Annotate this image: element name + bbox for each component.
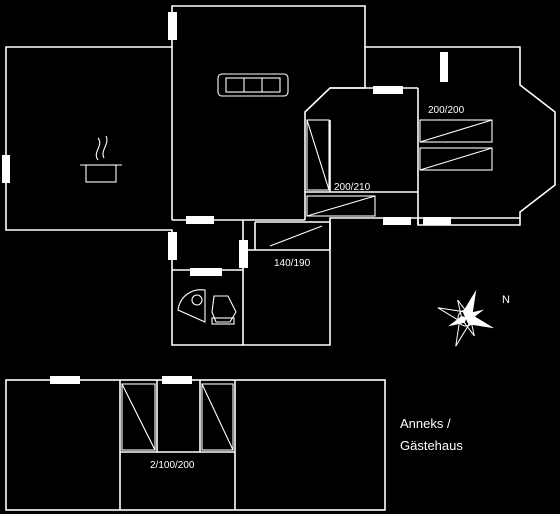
compass-north-label: N	[502, 294, 510, 306]
window	[423, 217, 451, 225]
sofa-icon	[217, 73, 289, 97]
wardrobe	[419, 147, 493, 171]
window	[50, 376, 80, 384]
bathroom-fixtures	[177, 289, 237, 325]
window	[162, 376, 192, 384]
room-label-bed-center: 200/210	[334, 182, 371, 193]
wardrobe	[121, 383, 156, 451]
annex-caption-line1: Anneks /	[400, 416, 451, 431]
room-label-bed-annex: 2/100/200	[150, 460, 195, 471]
window	[186, 216, 214, 224]
window	[440, 52, 448, 82]
wardrobes	[269, 119, 493, 247]
wardrobe	[201, 383, 234, 451]
annex-wardrobes	[121, 383, 234, 451]
wardrobe-diagonal	[269, 225, 323, 247]
room-label-bed-upper-right: 200/200	[428, 105, 465, 116]
wardrobe	[306, 195, 376, 217]
wardrobe	[419, 119, 493, 143]
annex-windows	[50, 376, 192, 384]
annex-exterior-wall	[5, 379, 386, 511]
room-label-bed-small: 140/190	[274, 258, 311, 269]
main-house-walls	[5, 5, 556, 346]
wall-hall-diagonal	[304, 47, 366, 220]
window	[383, 217, 411, 225]
window	[168, 12, 177, 40]
exterior-wall	[5, 5, 556, 346]
compass-icon	[437, 289, 495, 347]
stove-icon	[80, 135, 122, 183]
window	[2, 155, 10, 183]
annex-walls	[5, 379, 386, 511]
shower-icon	[177, 289, 206, 323]
window	[168, 232, 177, 260]
window	[239, 240, 248, 268]
window	[373, 86, 403, 94]
wardrobe	[306, 119, 330, 191]
window	[190, 268, 222, 276]
annex-caption-line2: Gästehaus	[400, 438, 463, 453]
windows	[2, 12, 451, 276]
toilet-icon	[211, 295, 237, 323]
